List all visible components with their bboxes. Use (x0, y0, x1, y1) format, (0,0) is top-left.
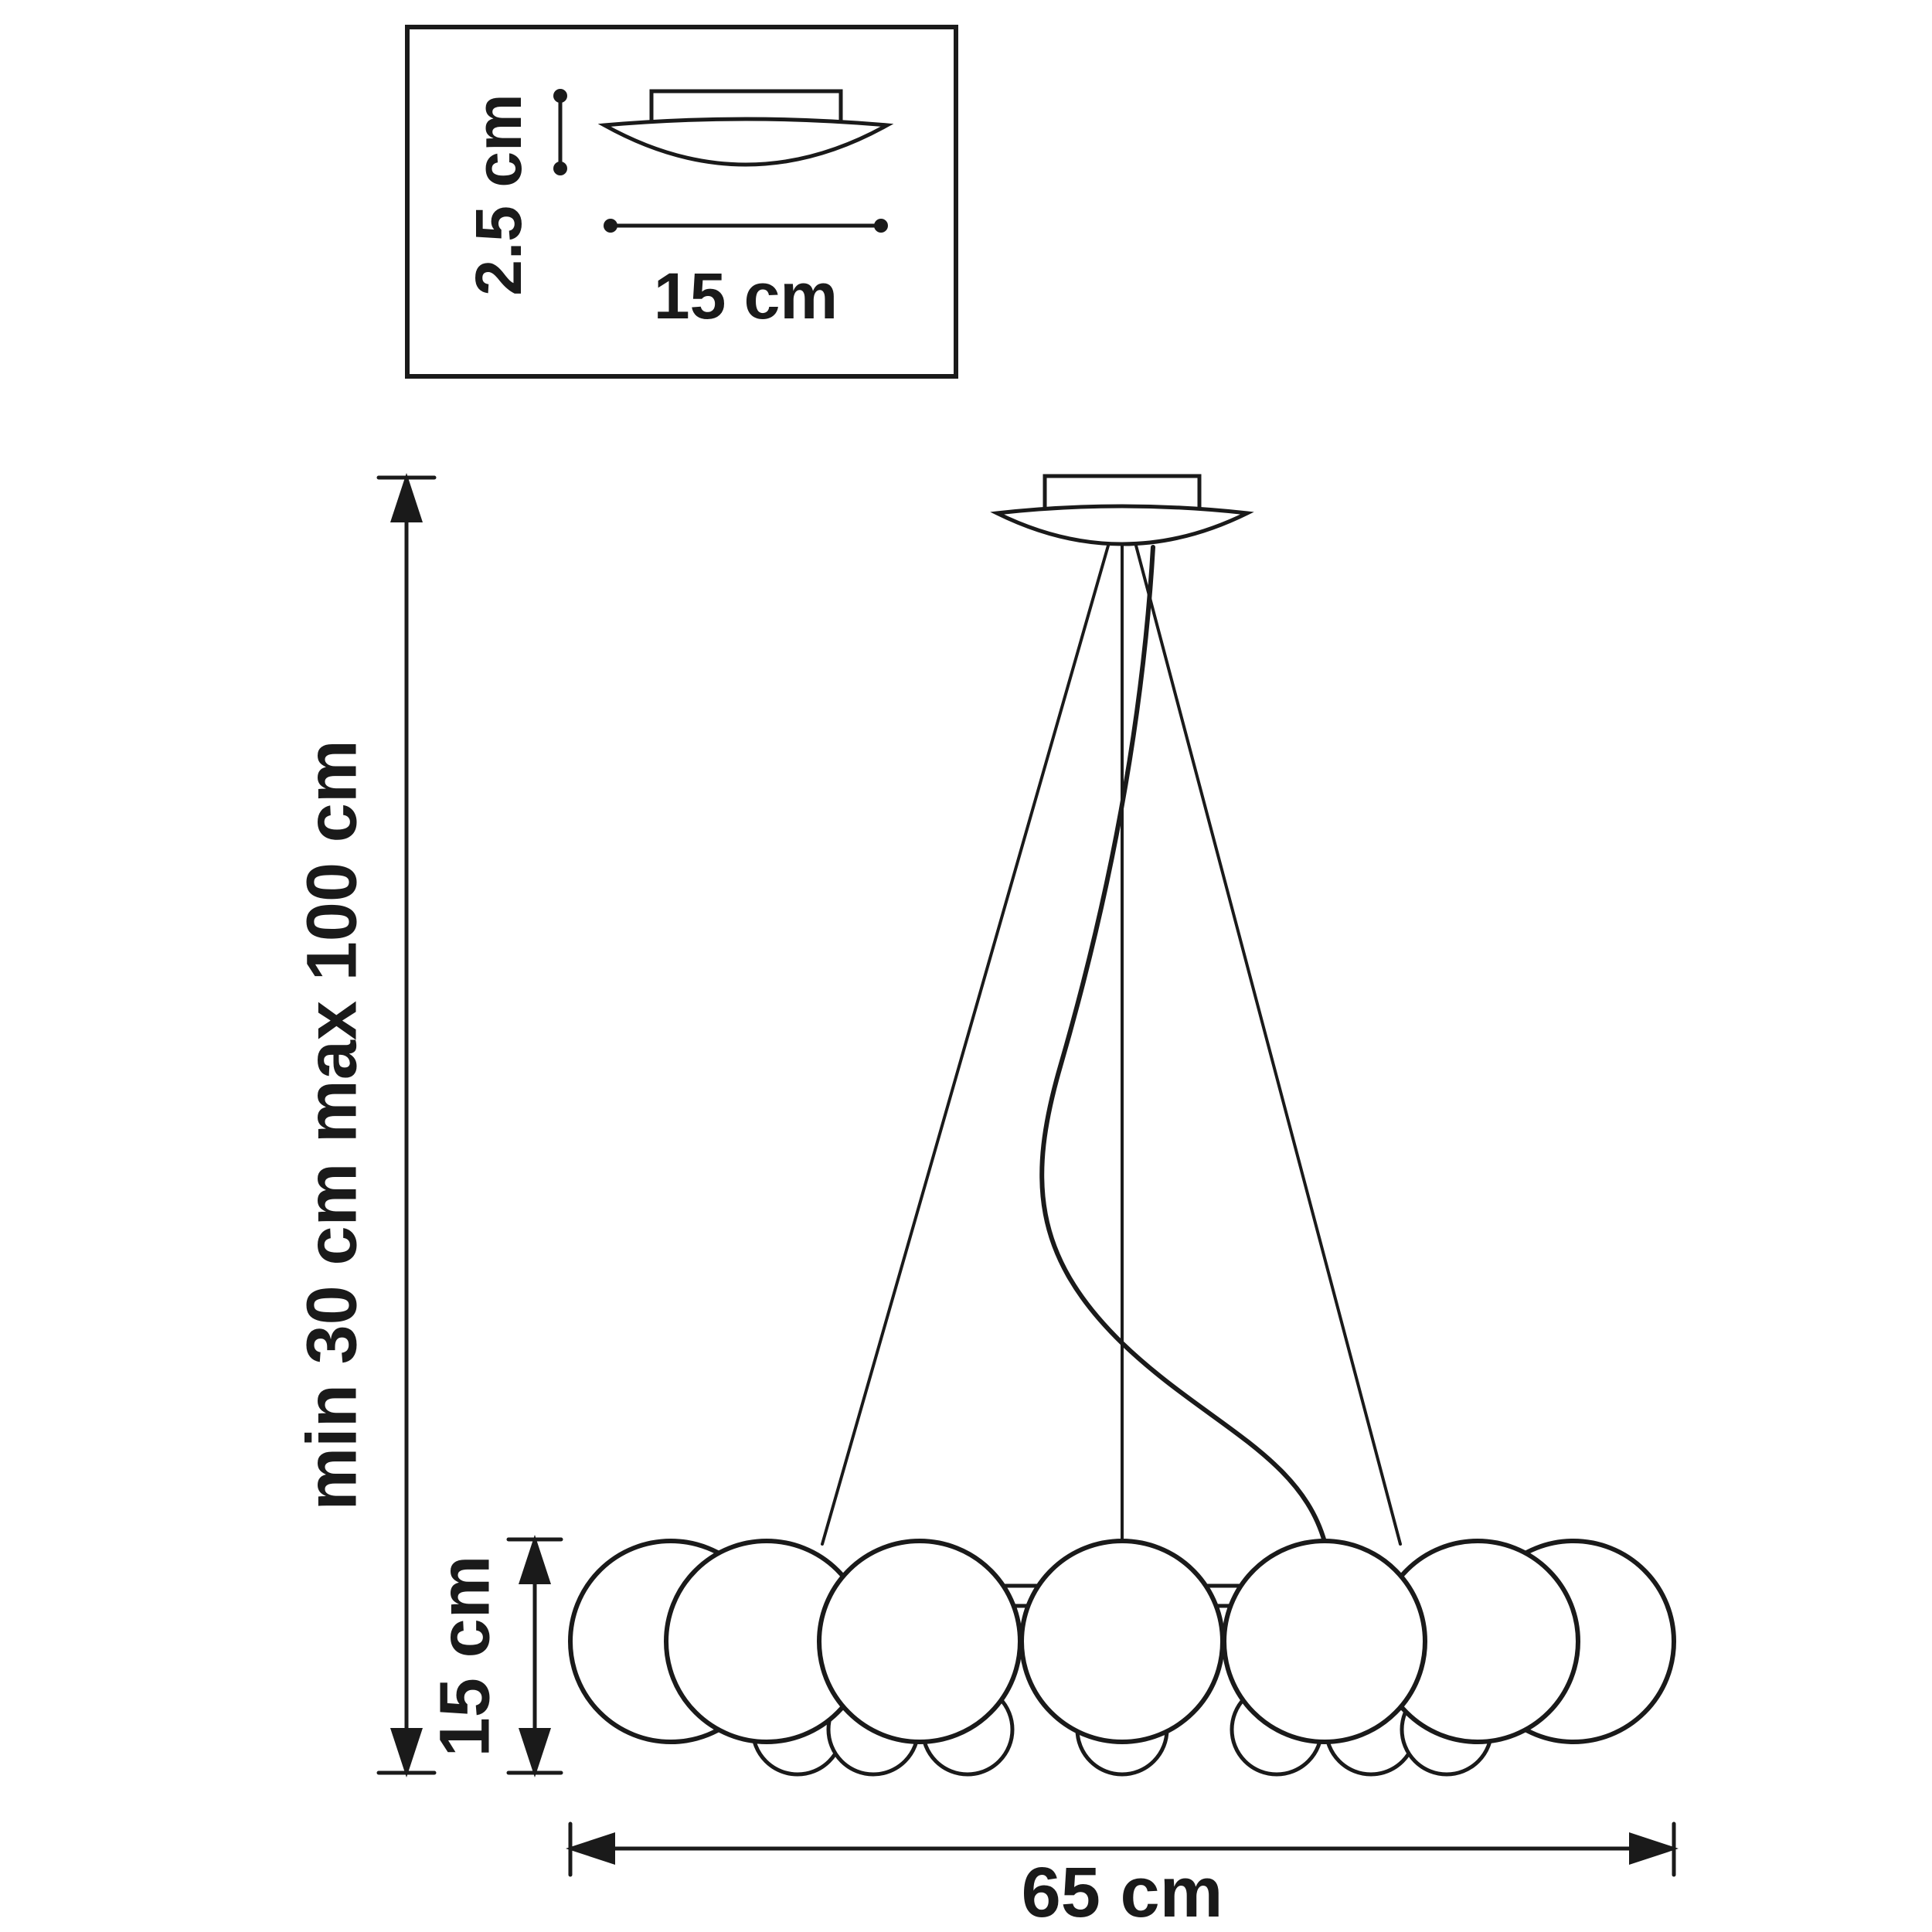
inset-detail-box: 2.5 cm 15 cm (405, 25, 958, 379)
dimension-dot (553, 162, 567, 175)
suspension-height-label: min 30 cm max 100 cm (292, 740, 371, 1510)
canopy-width-dimension: 15 cm (604, 219, 888, 332)
arrow-left-icon (566, 1832, 615, 1865)
suspension-wires (821, 544, 1402, 1546)
sphere-cluster (568, 1539, 1676, 1777)
suspension-wire (821, 544, 1110, 1546)
dimension-dot (874, 219, 888, 233)
fixture-height-dimension: 15 cm (425, 1535, 563, 1777)
canopy-height-label: 2.5 cm (462, 94, 535, 296)
arrow-down-icon (519, 1728, 551, 1777)
fixture-width-label: 65 cm (1022, 1853, 1223, 1932)
canopy-height-dimension: 2.5 cm (462, 89, 567, 296)
inset-border (405, 25, 958, 379)
glass-sphere-large (817, 1539, 1022, 1744)
arrow-up-icon (519, 1535, 551, 1584)
arrow-right-icon (1629, 1832, 1679, 1865)
glass-sphere-large (1019, 1539, 1225, 1744)
dimension-dot (553, 89, 567, 103)
fixture-height-label: 15 cm (425, 1556, 504, 1757)
arrow-down-icon (390, 1728, 423, 1777)
ceiling-canopy (990, 474, 1254, 546)
canopy-side-view (597, 89, 894, 167)
suspension-wire (1134, 544, 1402, 1546)
glass-sphere-large (1222, 1539, 1427, 1744)
canopy-dish (990, 504, 1254, 546)
large-spheres (568, 1539, 1676, 1744)
canopy-dish (597, 117, 894, 167)
fixture-width-dimension: 65 cm (566, 1821, 1679, 1932)
suspension-height-dimension: min 30 cm max 100 cm (292, 473, 437, 1777)
dimension-dot (604, 219, 617, 233)
arrow-up-icon (390, 473, 423, 522)
power-cable (1039, 545, 1327, 1544)
canopy-width-label: 15 cm (654, 260, 838, 332)
